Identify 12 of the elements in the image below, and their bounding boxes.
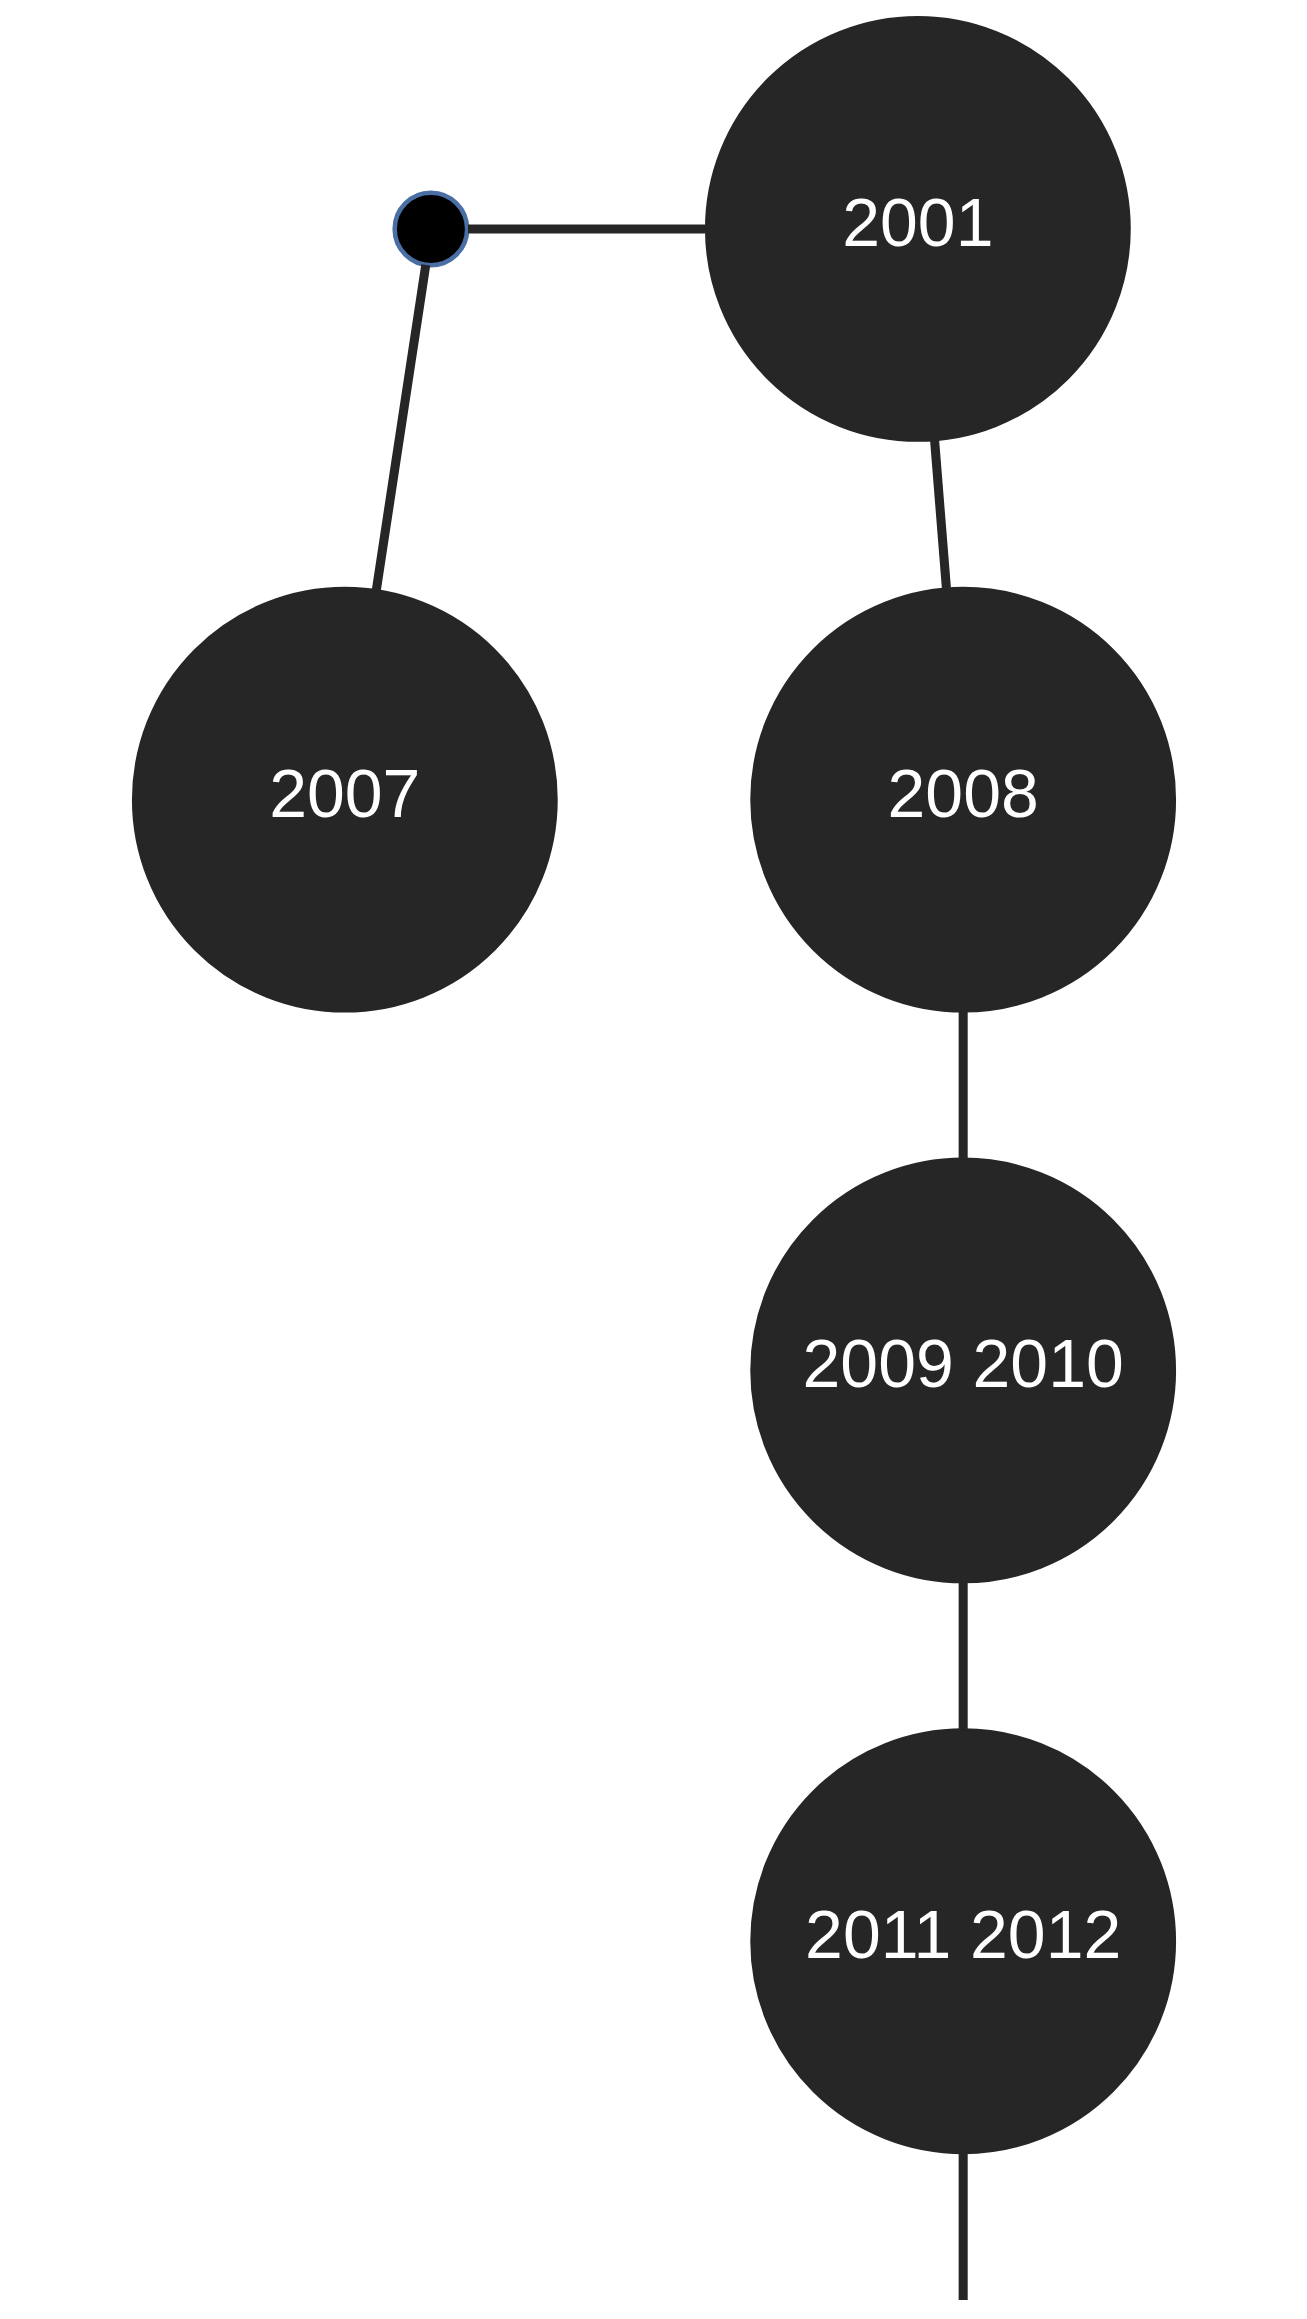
connector bbox=[467, 224, 705, 234]
node-circle: 2011 2012 bbox=[749, 1728, 1176, 2155]
connector bbox=[958, 1582, 968, 1730]
node-circle: 2001 bbox=[704, 16, 1131, 442]
node-circle bbox=[391, 190, 469, 268]
connector bbox=[958, 2153, 968, 2300]
node-circle: 2007 bbox=[131, 586, 558, 1013]
node-circle: 2008 bbox=[749, 586, 1176, 1013]
node-circle: 2009 2010 bbox=[749, 1157, 1176, 1584]
connector bbox=[958, 1012, 968, 1159]
connector bbox=[929, 440, 951, 589]
connector bbox=[371, 264, 430, 591]
